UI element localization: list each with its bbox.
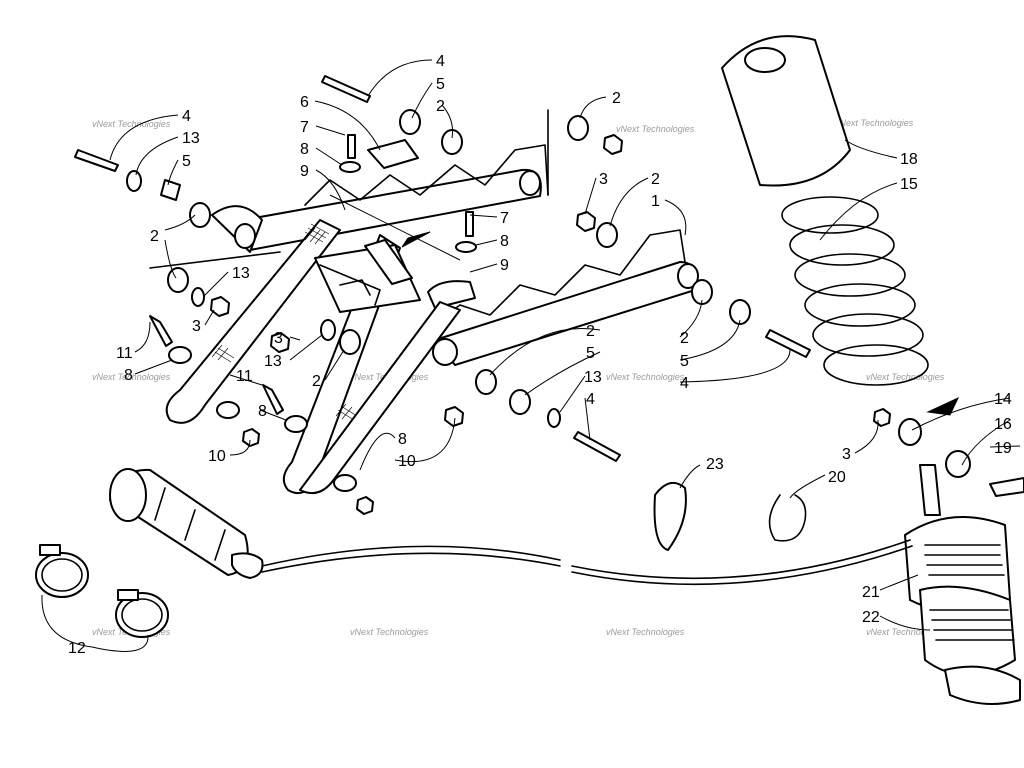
callout-label: 3 — [192, 318, 201, 335]
callout-label: 18 — [900, 151, 918, 168]
callout-label: 13 — [584, 369, 602, 386]
callout-label: 13 — [264, 353, 282, 370]
callout-label: 16 — [994, 416, 1012, 433]
callout-label: 4 — [586, 391, 595, 408]
callout-label: 8 — [124, 367, 133, 384]
watermark-text: vNext Technologies — [606, 627, 685, 637]
callout-label: 4 — [436, 53, 445, 70]
callout-label: 5 — [182, 153, 191, 170]
callout-label: 8 — [500, 233, 509, 250]
watermark-text: vNext Technologies — [606, 372, 685, 382]
callout-labels: 4 5 2 6 7 8 9 4 13 5 2 13 3 11 8 11 8 10… — [68, 53, 1012, 657]
callout-label: 2 — [651, 171, 660, 188]
callout-label: 2 — [312, 373, 321, 390]
callout-label: 6 — [300, 94, 309, 111]
callout-label: 3 — [599, 171, 608, 188]
callout-label: 7 — [300, 119, 309, 136]
callout-label: 5 — [586, 345, 595, 362]
leader-lines — [41, 59, 1021, 652]
callout-label: 13 — [232, 265, 250, 282]
callout-label: 2 — [680, 330, 689, 347]
watermark-text: vNext Technologies — [835, 118, 914, 128]
callout-label: 19 — [994, 440, 1012, 457]
callout-label: 2 — [150, 228, 159, 245]
bushing — [234, 223, 256, 249]
callout-label: 20 — [828, 469, 846, 486]
hardware-parts — [74, 75, 971, 515]
callout-label: 11 — [236, 368, 253, 385]
callout-label: 23 — [706, 456, 724, 473]
callout-label: 9 — [300, 163, 309, 180]
callout-label: 3 — [842, 446, 851, 463]
watermark-text: vNext Technologies — [92, 119, 171, 129]
callout-label: 14 — [994, 391, 1012, 408]
callout-label: 2 — [436, 98, 445, 115]
callout-label: 4 — [680, 375, 689, 392]
watermark-text: vNext Technologies — [866, 627, 945, 637]
callout-label: 10 — [398, 453, 416, 470]
callout-label: 2 — [612, 90, 621, 107]
boot — [721, 35, 851, 187]
watermark-text: vNext Technologies — [616, 124, 695, 134]
watermark-text: vNext Technologies — [866, 372, 945, 382]
callout-label: 3 — [274, 330, 283, 347]
callout-label: 1 — [651, 193, 660, 210]
callout-label: 10 — [208, 448, 226, 465]
callout-label: 12 — [68, 640, 86, 657]
watermark-text: vNext Technologies — [92, 372, 171, 382]
callout-label: 7 — [500, 210, 509, 227]
watermark-text: vNext Technologies — [350, 627, 429, 637]
callout-label: 4 — [182, 108, 191, 125]
callout-label: 13 — [182, 130, 200, 147]
callout-label: 15 — [900, 176, 918, 193]
callout-label: 8 — [258, 403, 267, 420]
callout-label: 22 — [862, 609, 880, 626]
callout-label: 5 — [680, 353, 689, 370]
front-arm-assembly — [149, 109, 549, 494]
reservoir-and-hose — [35, 468, 913, 638]
callout-label: 8 — [300, 141, 309, 158]
bolt — [74, 149, 119, 172]
callout-label: 8 — [398, 431, 407, 448]
callout-label: 2 — [586, 323, 595, 340]
shock-assembly — [721, 35, 1024, 705]
callout-label: 5 — [436, 76, 445, 93]
callout-label: 21 — [862, 584, 880, 601]
callout-label: 9 — [500, 257, 509, 274]
rear-arm-assembly — [299, 229, 699, 494]
callout-label: 11 — [116, 345, 133, 362]
